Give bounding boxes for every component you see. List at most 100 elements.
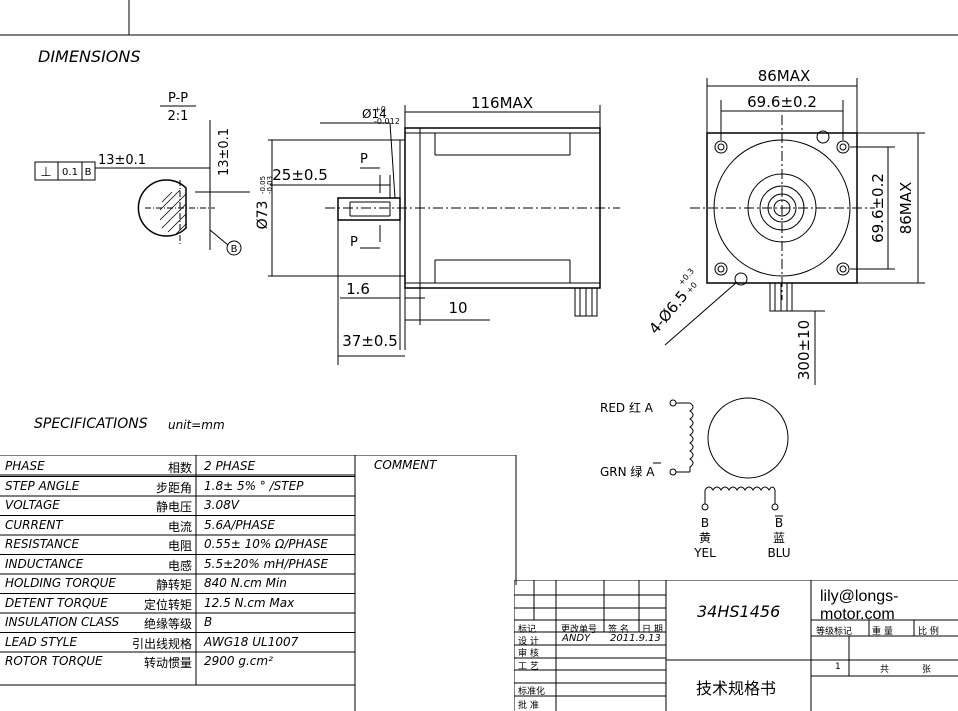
spec-name: ROTOR TORQUE xyxy=(5,654,103,668)
spec-name: STEP ANGLE xyxy=(5,478,80,493)
b-wire-label: B xyxy=(701,516,709,530)
motor-front-view: 86MAX 69.6±0.2 69.6±0.2 86MAX 4-Ø6.5 +0.… xyxy=(645,67,925,385)
spec-row: VOLTAGE 静电压 3.08V xyxy=(0,496,355,516)
tb-sheet-label: 张 xyxy=(922,665,932,675)
boss-dia-tol-lower: -0.03 xyxy=(266,176,274,194)
tb-change-header: 更改单号 xyxy=(561,625,598,635)
tb-process-label: 工 艺 xyxy=(518,662,539,672)
spec-name-cn: 定位转矩 xyxy=(143,597,192,612)
grn-wire-label: GRN 绿 A xyxy=(600,464,655,479)
spec-value: 12.5 N.cm Max xyxy=(204,595,295,610)
spec-value: B xyxy=(204,615,213,629)
shaft-length-dim: 37±0.5 xyxy=(342,332,398,350)
section-label-top: P-P xyxy=(168,91,188,106)
tb-approve-label: 批 准 xyxy=(518,701,539,711)
section-p-bottom: P xyxy=(350,235,358,250)
spec-name-cn: 转动惯量 xyxy=(143,656,192,670)
flat-width-dim: 13±0.1 xyxy=(98,153,146,168)
shaft-dia-tol-lower: -0.012 xyxy=(374,117,400,126)
spec-name-cn: 电感 xyxy=(167,558,192,573)
spec-name: PHASE xyxy=(5,459,45,473)
spec-value: 2900 g.cm² xyxy=(204,654,273,668)
spec-value: 2 PHASE xyxy=(204,459,256,473)
comment-header: COMMENT xyxy=(374,458,437,472)
spec-row: INDUCTANCE 电感 5.5±20% mH/PHASE xyxy=(0,555,355,575)
b-wire-color-en: YEL xyxy=(693,546,716,560)
spec-value: 3.08V xyxy=(204,498,239,512)
spec-value: 1.8± 5% ° /STEP xyxy=(204,478,304,493)
spec-row: ROTOR TORQUE 转动惯量 2900 g.cm² xyxy=(0,652,355,672)
boss-dia-dim: Ø73 xyxy=(255,201,271,230)
spec-name-cn: 引出线规格 xyxy=(131,636,192,651)
tb-sign-header: 签 名 xyxy=(608,625,629,635)
tolerance-datum: B xyxy=(85,167,92,178)
datum-b: B xyxy=(231,244,238,255)
tb-mark-header: 标记 xyxy=(518,625,537,635)
spec-row: LEAD STYLE 引出线规格 AWG18 UL1007 xyxy=(0,633,355,653)
spec-name: DETENT TORQUE xyxy=(5,595,108,610)
spec-name-cn: 静电压 xyxy=(155,500,192,514)
tb-design-date: 2011.9.13 xyxy=(610,633,661,644)
tb-grade-label: 等级标记 xyxy=(816,627,853,637)
dimensions-heading: DIMENSIONS xyxy=(38,47,141,66)
shaft-section-view: P-P 2:1 ⊥ 0.1 B 13±0.1 13±0.1 B xyxy=(34,91,250,256)
wiring-diagram: RED 红 A GRN 绿 A B 黄 YEL B 蓝 BLU xyxy=(600,397,791,560)
key-length-dim: 25±0.5 xyxy=(272,166,328,184)
tb-standard-label: 标准化 xyxy=(518,687,546,697)
spec-value: 840 N.cm Min xyxy=(204,576,287,590)
spec-name-cn: 绝缘等级 xyxy=(143,617,192,631)
spec-row: CURRENT 电流 5.6A/PHASE xyxy=(0,516,355,536)
perpendicularity-symbol: ⊥ xyxy=(40,165,51,180)
spec-name-cn: 电流 xyxy=(167,519,192,534)
spec-name: VOLTAGE xyxy=(5,498,60,512)
bbar-wire-label: B xyxy=(775,516,783,530)
spec-name: CURRENT xyxy=(5,517,63,532)
document-title: 技术规格书 xyxy=(696,679,777,698)
flat-height-dim: 13±0.1 xyxy=(217,128,232,176)
spec-name-cn: 相数 xyxy=(167,461,192,475)
spec-value: 0.55± 10% Ω/PHASE xyxy=(204,537,328,551)
bbar-wire-color-cn: 蓝 xyxy=(773,531,785,545)
specifications-heading: SPECIFICATIONS xyxy=(34,416,148,432)
boss-dia-tol-upper: -0.05 xyxy=(259,176,267,194)
mount-holes-dim: 4-Ø6.5 xyxy=(645,287,691,337)
tb-date-header: 日 期 xyxy=(642,625,663,635)
width-max-dim: 86MAX xyxy=(758,67,811,85)
spec-name: INSULATION CLASS xyxy=(5,615,120,629)
spec-row: PHASE 相数 2 PHASE xyxy=(0,457,355,477)
model-number: 34HS1456 xyxy=(697,602,781,621)
spec-name: RESISTANCE xyxy=(5,537,80,551)
spec-row: INSULATION CLASS 绝缘等级 B xyxy=(0,613,355,633)
lead-length-dim: 300±10 xyxy=(795,320,813,380)
height-max-dim: 86MAX xyxy=(897,182,915,235)
spec-value: 5.5±20% mH/PHASE xyxy=(204,556,329,571)
spec-name-cn: 静转矩 xyxy=(155,578,192,592)
title-block-grid xyxy=(514,580,958,711)
tb-designer: ANDY xyxy=(562,633,591,644)
motor-side-view: Ø14 +0 -0.012 116MAX 25±0.5 Ø73 -0.05 -0… xyxy=(255,94,620,365)
shaft-dia-label: Ø14 xyxy=(362,107,387,121)
section-p-top: P xyxy=(360,152,368,167)
red-wire-label: RED 红 A xyxy=(600,400,654,415)
spec-value: AWG18 UL1007 xyxy=(204,634,299,649)
spec-row: DETENT TORQUE 定位转矩 12.5 N.cm Max xyxy=(0,594,355,614)
length-max-dim: 116MAX xyxy=(471,94,533,112)
spec-row: HOLDING TORQUE 静转矩 840 N.cm Min xyxy=(0,574,355,594)
spec-name: HOLDING TORQUE xyxy=(5,576,116,590)
tolerance-value: 0.1 xyxy=(62,167,78,178)
spec-value: 5.6A/PHASE xyxy=(204,517,276,532)
boss-height-dim: 1.6 xyxy=(346,280,370,298)
tb-scale-label: 比 例 xyxy=(918,627,939,637)
spec-name-cn: 电阻 xyxy=(167,539,192,553)
shaft-dia-tol-upper: +0 xyxy=(374,105,386,114)
tb-total-label: 共 xyxy=(880,665,890,675)
tb-weight-label: 重 量 xyxy=(872,627,893,637)
flange-thickness-dim: 10 xyxy=(448,299,467,317)
b-wire-color-cn: 黄 xyxy=(699,531,711,545)
tb-sheet-num: 1 xyxy=(835,662,841,672)
spec-name: LEAD STYLE xyxy=(5,634,78,649)
tb-review-label: 审 核 xyxy=(518,649,539,659)
spec-name: INDUCTANCE xyxy=(5,556,84,571)
